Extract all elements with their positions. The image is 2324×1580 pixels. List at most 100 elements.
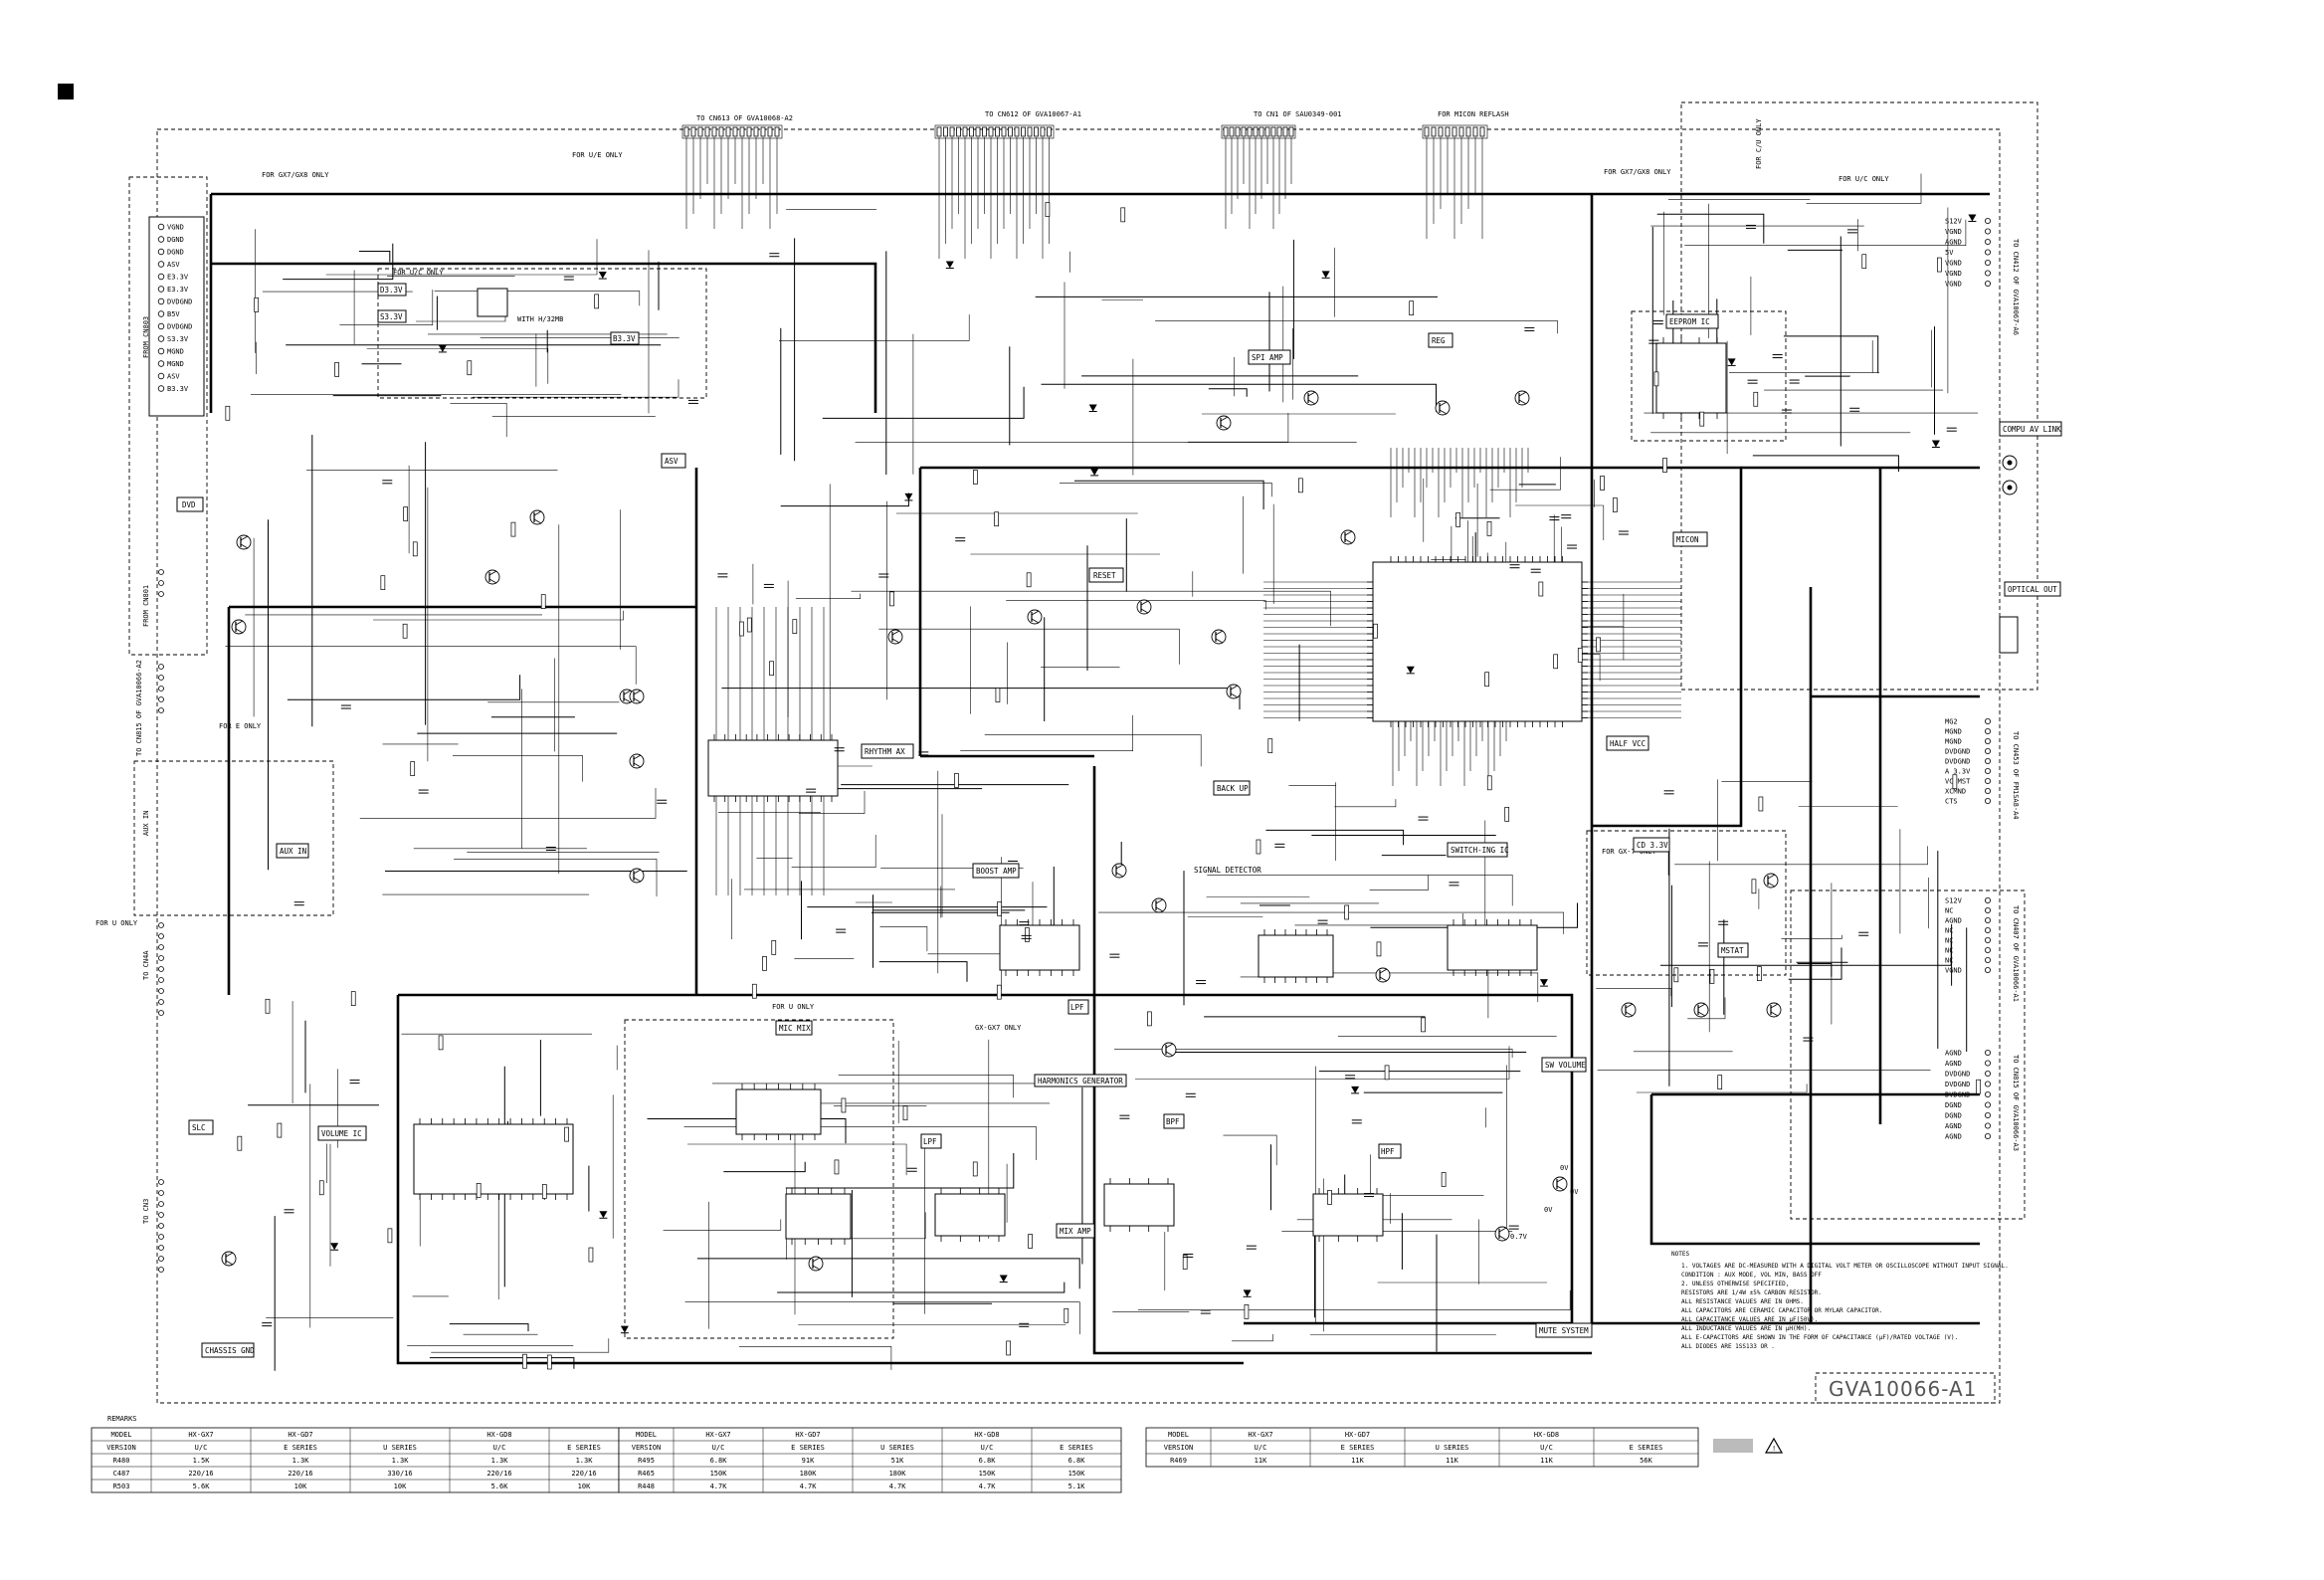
header-pin — [975, 126, 981, 137]
transistor-lead — [240, 535, 249, 541]
diode — [945, 261, 954, 269]
pin-label: DGND — [1945, 1101, 1962, 1109]
connector-pin — [158, 988, 164, 994]
block-dvd: DVD — [176, 496, 204, 512]
pin-label: DVDGND — [1945, 1071, 1970, 1079]
wire-segment — [434, 291, 641, 306]
svg-text:COMPU AV LINK: COMPU AV LINK — [2003, 425, 2061, 434]
svg-text:!: ! — [1772, 1445, 1776, 1453]
wire-segment — [1207, 875, 1513, 906]
resistor — [1026, 572, 1032, 588]
header-pin — [1438, 126, 1444, 137]
to-cn453-label: TO CN453 OF FM1SA8-A4 — [2012, 731, 2020, 820]
table-cell: 220/16 — [486, 1470, 511, 1478]
table-cell: 1.3K — [392, 1457, 410, 1465]
resistor — [1504, 807, 1510, 822]
connector-pin — [1985, 758, 1992, 765]
table-cell: HX-GD8 — [1534, 1431, 1559, 1439]
table-cell: U/C — [981, 1444, 994, 1452]
table-cell: C487 — [113, 1470, 130, 1478]
wire-segment — [1806, 173, 1922, 204]
header-pin — [1288, 126, 1294, 137]
header-pin — [732, 126, 738, 137]
transistor-lead — [633, 690, 642, 695]
pin-label: DVDGND — [1945, 758, 1970, 766]
resistor — [265, 998, 271, 1014]
transistor — [1027, 609, 1043, 625]
table-cell: HX-GD8 — [974, 1431, 999, 1439]
connector-pin — [1985, 728, 1992, 735]
svg-text:NOTES: NOTES — [1671, 1251, 1689, 1258]
to-cn815-label: TO CN815 OF GVA10066-A2 — [135, 660, 143, 756]
resistor — [1538, 581, 1544, 597]
resistor — [1937, 257, 1942, 273]
wire-segment — [960, 714, 1133, 751]
connector-pin — [1985, 1081, 1992, 1087]
pin-label: MGND — [167, 360, 184, 368]
table-cell: 1.3K — [292, 1457, 310, 1465]
resistor — [1006, 1340, 1012, 1356]
table-frame — [618, 1427, 1122, 1493]
warning-icon — [1764, 1437, 1784, 1454]
header-pin — [1008, 126, 1013, 137]
block-s33: S3.3V — [377, 309, 407, 323]
resistor — [1976, 1079, 1982, 1094]
note-gx7-gx8-left: FOR GX7/GX8 ONLY — [262, 171, 329, 179]
transistor — [1216, 415, 1232, 431]
connector-pin — [1985, 907, 1992, 914]
connector-pin — [158, 1223, 164, 1229]
header-pin — [995, 126, 1000, 137]
svg-text:0V: 0V — [1544, 1206, 1553, 1214]
header-pin — [1270, 126, 1276, 137]
block-slc: SLC — [188, 1119, 214, 1135]
block-mstat: MSTAT — [1717, 942, 1749, 958]
wire-segment — [1187, 413, 1289, 443]
resistor — [1753, 391, 1759, 407]
header-pin — [1021, 126, 1026, 137]
resistor — [594, 294, 599, 309]
transistor-lead — [1697, 1003, 1706, 1009]
table-cell: MODEL — [636, 1431, 657, 1439]
connector-pin — [158, 1010, 164, 1016]
header-pin — [1253, 126, 1259, 137]
transistor — [1514, 390, 1530, 406]
svg-text:0V: 0V — [1570, 1188, 1579, 1196]
wire-segment — [1135, 1046, 1510, 1080]
mic-mix-ic — [735, 1088, 822, 1135]
pin-label: VGND — [1945, 281, 1962, 289]
table-cell: 5.1K — [1068, 1482, 1086, 1490]
pin-label: XCMND — [1945, 788, 1966, 796]
connector-pin — [157, 236, 165, 243]
resistor — [476, 1183, 482, 1198]
header-pin — [962, 126, 968, 137]
transistor-lead — [1498, 1235, 1507, 1241]
wire-segment — [1155, 320, 1558, 334]
svg-text:S3.3V: S3.3V — [380, 312, 403, 321]
pin-label: MGND — [1945, 738, 1962, 746]
power-bus — [209, 192, 1990, 1365]
header-pin — [739, 126, 745, 137]
resistor — [1952, 774, 1958, 790]
resistor — [403, 506, 408, 521]
svg-text:0.7V: 0.7V — [1510, 1233, 1528, 1241]
table-cell: E SERIES — [1630, 1444, 1663, 1452]
wire-segment — [1489, 457, 1561, 491]
pin-label: S12V — [1945, 218, 1963, 226]
header-pin — [1047, 126, 1052, 137]
transistor — [1435, 400, 1451, 416]
resistor — [1751, 879, 1757, 894]
diode — [999, 1275, 1008, 1283]
right-dashed-area — [1680, 101, 2038, 691]
sub-areas — [133, 268, 2026, 1339]
header-pin — [1001, 126, 1007, 137]
connector-pin — [158, 707, 164, 713]
note-line: ALL INDUCTANCE VALUES ARE IN μH(MH). — [1681, 1325, 1811, 1332]
wire-segment — [687, 1143, 907, 1176]
transistor-lead — [1307, 391, 1316, 397]
wire-segment — [1636, 1084, 1808, 1093]
connector-pin — [158, 1256, 164, 1262]
header-body — [681, 124, 783, 139]
diode — [1727, 358, 1736, 366]
block-lpf-2: LPF — [920, 1133, 942, 1149]
to-cn4-label: TO CN3 — [142, 1199, 150, 1224]
